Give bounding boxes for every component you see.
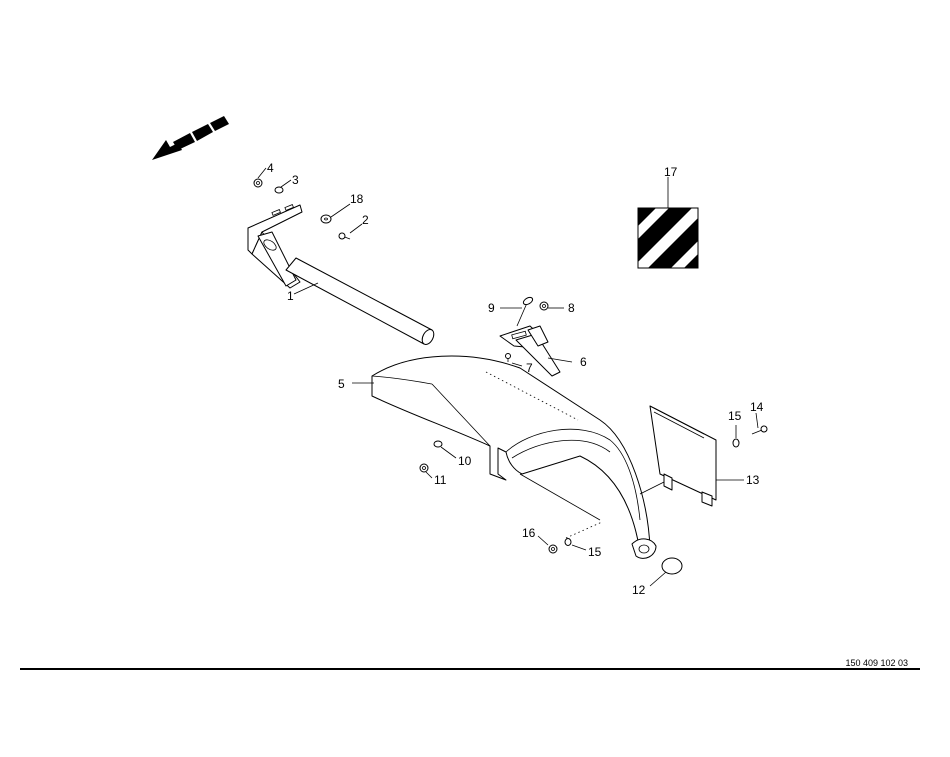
mounting-bracket-tube-part-1	[247, 204, 435, 345]
light-bracket-part-6	[499, 325, 561, 377]
screw-part-7-icon	[505, 353, 511, 362]
direction-arrow-icon	[152, 116, 229, 160]
leader-7	[511, 362, 523, 367]
bolt-part-14-icon	[751, 425, 768, 435]
callout-7: 7	[526, 361, 533, 375]
nut-part-11-icon	[419, 463, 429, 473]
callout-15a: 15	[728, 409, 742, 423]
nut-part-16-icon	[548, 544, 558, 554]
callout-10: 10	[458, 454, 472, 468]
callout-9: 9	[488, 301, 495, 315]
callout-16: 16	[522, 526, 536, 540]
callout-2: 2	[362, 213, 369, 227]
leader-3	[280, 179, 292, 188]
fender-part-5	[371, 355, 657, 559]
leader-12	[649, 571, 667, 587]
mud-flap-plate-part-13	[639, 405, 717, 507]
bolt-part-2-icon	[338, 232, 351, 240]
callout-18: 18	[350, 192, 364, 206]
callout-17: 17	[664, 165, 678, 179]
callout-5: 5	[338, 377, 345, 391]
leader-1	[293, 282, 319, 295]
washer-part-15a-icon	[732, 438, 740, 448]
callout-11: 11	[434, 473, 447, 487]
leader-4	[257, 167, 267, 179]
callout-14: 14	[750, 400, 764, 414]
warning-plate-part-17	[637, 207, 699, 269]
callout-6: 6	[580, 355, 587, 369]
callout-4: 4	[267, 161, 274, 175]
nut-part-8-icon	[539, 301, 549, 311]
callout-3: 3	[292, 173, 299, 187]
callout-1: 1	[287, 289, 294, 303]
reflector-part-12-icon	[661, 557, 683, 575]
leader-14	[755, 412, 759, 429]
leader-10	[440, 446, 457, 459]
leader-6	[547, 357, 573, 363]
callout-12: 12	[632, 583, 646, 597]
leader-16	[537, 535, 549, 546]
washer-part-10-icon	[433, 440, 443, 448]
washer-part-18-icon	[320, 214, 332, 224]
assembly-line-1	[485, 371, 579, 421]
leader-2	[349, 223, 363, 234]
washer-part-3-icon	[274, 186, 284, 194]
callout-13: 13	[746, 473, 760, 487]
callout-15b: 15	[588, 545, 602, 559]
nut-part-4-icon	[253, 178, 263, 188]
leader-15b	[571, 544, 587, 551]
bolt-part-9-icon	[516, 296, 534, 327]
drawing-number-label: 150 409 102 03	[845, 658, 908, 668]
leader-18	[330, 203, 351, 218]
leader-11	[425, 471, 433, 479]
washer-part-15b-icon	[564, 538, 572, 546]
callout-8: 8	[568, 301, 575, 315]
assembly-line-2	[565, 521, 603, 539]
